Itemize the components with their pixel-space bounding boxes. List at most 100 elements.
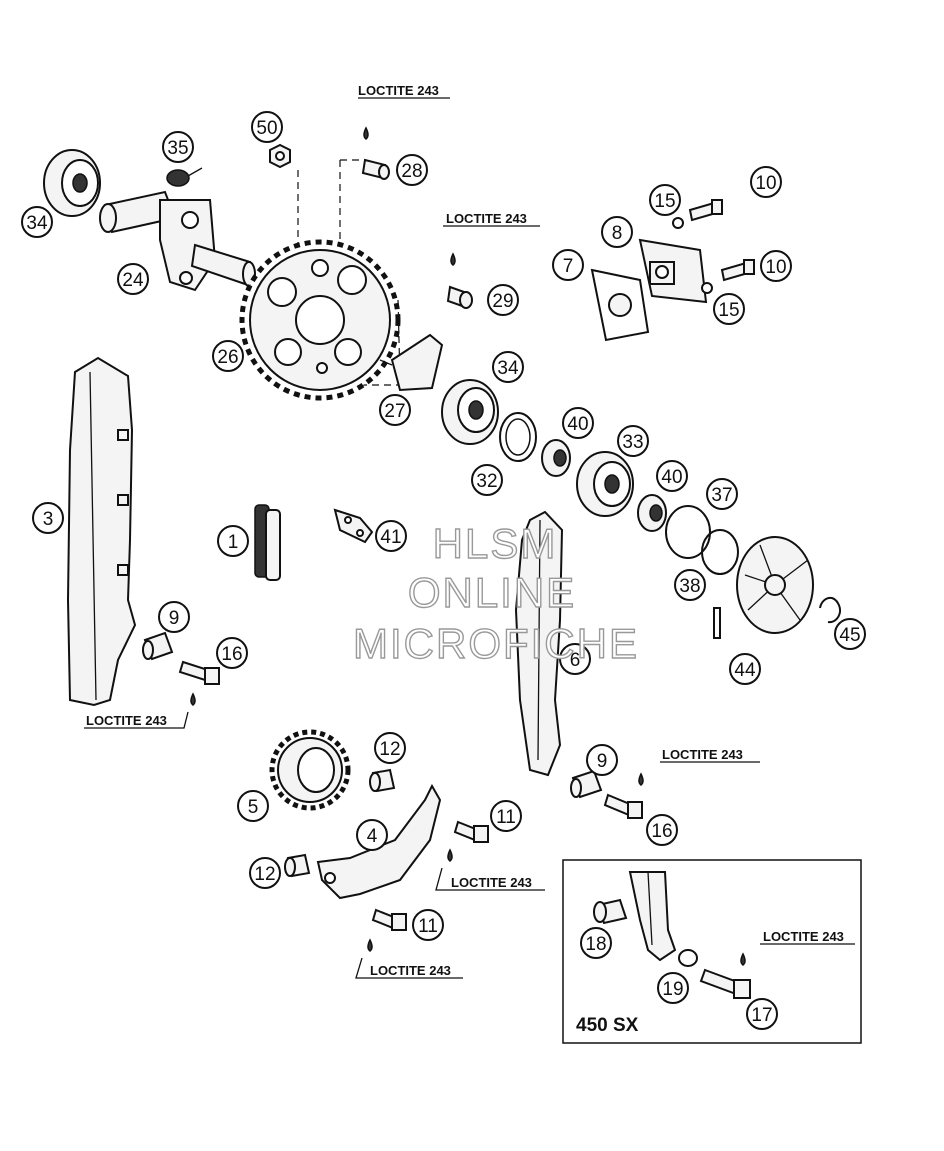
callout-circle xyxy=(379,394,411,426)
callout-number: 9 xyxy=(169,608,180,629)
callout-circle xyxy=(237,790,269,822)
callout-circle xyxy=(492,351,524,383)
callout-c10b: 10 xyxy=(760,250,792,282)
callout-c12b: 12 xyxy=(249,857,281,889)
bushing-9-right xyxy=(570,769,603,799)
callout-circle xyxy=(21,206,53,238)
callout-c32: 32 xyxy=(471,464,503,496)
seal-40-b xyxy=(637,494,667,532)
callout-circle xyxy=(158,601,190,633)
washer-15-top xyxy=(672,217,684,229)
callout-circle xyxy=(217,525,249,557)
callout-number: 10 xyxy=(755,173,776,194)
bushing-12-top xyxy=(369,768,396,793)
inset-bolt-17 xyxy=(699,968,751,999)
nut-50 xyxy=(269,143,291,169)
screw-29 xyxy=(446,285,473,309)
callout-number: 12 xyxy=(379,739,400,760)
callout-number: 19 xyxy=(662,979,683,1000)
watermark: HLSM ONLINE MICROFICHE xyxy=(352,519,637,667)
circlip-45 xyxy=(819,597,841,624)
seal-40-a xyxy=(541,439,571,477)
callout-c17: 17 xyxy=(746,998,778,1030)
callout-number: 27 xyxy=(384,401,405,422)
chain-tensioner-8 xyxy=(638,238,708,304)
loctite-note: LOCTITE 243 xyxy=(86,713,167,728)
callout-circle xyxy=(649,184,681,216)
callout-c5: 5 xyxy=(237,790,269,822)
callout-c26: 26 xyxy=(212,340,244,372)
bolt-10-bottom xyxy=(720,259,755,282)
guide-rail-3 xyxy=(66,356,137,707)
inset-washer-19 xyxy=(678,949,698,967)
timing-chain-1 xyxy=(254,504,281,581)
callout-c7: 7 xyxy=(552,249,584,281)
note-underline xyxy=(355,957,463,979)
callout-number: 12 xyxy=(254,864,275,885)
callout-c12a: 12 xyxy=(374,732,406,764)
callout-circle xyxy=(356,819,388,851)
callout-circle xyxy=(32,502,64,534)
callout-circle xyxy=(580,927,612,959)
callout-c34b: 34 xyxy=(492,351,524,383)
callout-circle xyxy=(374,732,406,764)
callout-c19: 19 xyxy=(657,972,689,1004)
inset-box xyxy=(562,859,862,1044)
callout-number: 26 xyxy=(217,347,238,368)
crank-sprocket-5 xyxy=(269,729,351,811)
callout-c41: 41 xyxy=(375,520,407,552)
callout-circle xyxy=(487,284,519,316)
spring-35 xyxy=(166,167,203,187)
callout-number: 15 xyxy=(654,191,675,212)
gasket-7 xyxy=(590,268,650,342)
callout-c15b: 15 xyxy=(713,293,745,325)
callout-number: 37 xyxy=(711,485,732,506)
callout-number: 40 xyxy=(567,414,588,435)
callout-c34a: 34 xyxy=(21,206,53,238)
callout-circle xyxy=(750,166,782,198)
callout-number: 28 xyxy=(401,161,422,182)
callout-c38: 38 xyxy=(674,569,706,601)
callout-number: 9 xyxy=(597,751,608,772)
callout-number: 29 xyxy=(492,291,513,312)
callout-c6: 6 xyxy=(559,643,591,675)
callout-number: 8 xyxy=(612,223,623,244)
loctite-note: LOCTITE 243 xyxy=(370,963,451,978)
callout-number: 41 xyxy=(380,527,401,548)
callout-number: 10 xyxy=(765,257,786,278)
callout-number: 11 xyxy=(496,807,516,828)
callout-circle xyxy=(586,744,618,776)
callout-number: 33 xyxy=(622,432,643,453)
callout-c27: 27 xyxy=(379,394,411,426)
callout-number: 24 xyxy=(122,270,144,291)
callout-circle xyxy=(216,637,248,669)
callout-number: 7 xyxy=(563,256,574,277)
callout-c44: 44 xyxy=(729,653,761,685)
inset-model-label: 450 SX xyxy=(576,1015,639,1036)
bolt-10-top xyxy=(688,199,723,222)
callout-c16b: 16 xyxy=(646,814,678,846)
loctite-note: LOCTITE 243 xyxy=(763,929,844,944)
callout-number: 45 xyxy=(839,625,860,646)
callout-circle xyxy=(251,111,283,143)
callout-c18: 18 xyxy=(580,927,612,959)
bearing-34-mid xyxy=(441,379,499,445)
washer-15-bottom xyxy=(701,282,713,294)
callout-circle xyxy=(490,800,522,832)
callout-number: 17 xyxy=(751,1005,772,1026)
callout-circle xyxy=(375,520,407,552)
callout-c50: 50 xyxy=(251,111,283,143)
callout-number: 34 xyxy=(26,213,48,234)
callout-circle xyxy=(471,464,503,496)
callout-number: 18 xyxy=(585,934,606,955)
decomp-weight-27 xyxy=(379,333,444,392)
callout-circle xyxy=(746,998,778,1030)
callout-circle xyxy=(212,340,244,372)
callout-number: 50 xyxy=(256,118,277,139)
callout-circle xyxy=(729,653,761,685)
bushing-9-left xyxy=(142,631,174,661)
callout-number: 16 xyxy=(221,644,242,665)
callout-circle xyxy=(562,407,594,439)
callout-number: 5 xyxy=(248,797,259,818)
